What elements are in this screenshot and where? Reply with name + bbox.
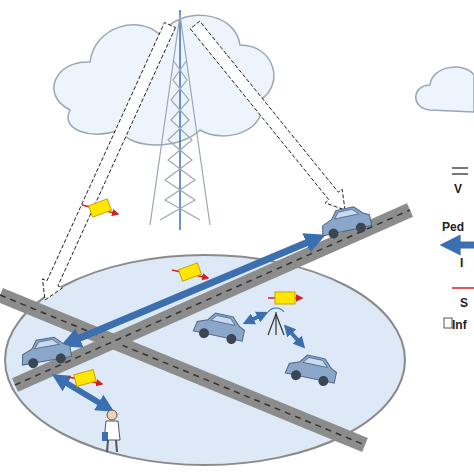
direct-link-arrow (58, 238, 318, 408)
legend-sample (444, 168, 474, 328)
car (19, 335, 73, 370)
road (0, 210, 410, 445)
legend-label: V (454, 182, 462, 196)
roadside-unit (268, 308, 284, 335)
cloud (416, 67, 474, 112)
pedestrian (102, 410, 120, 452)
legend-label: Inf (452, 318, 467, 332)
car (192, 309, 247, 346)
legend-label: S (460, 296, 468, 310)
legend-label: Ped (442, 220, 464, 234)
cellular-link-arrow (190, 21, 345, 210)
signal-packet (68, 199, 302, 386)
car (318, 204, 373, 241)
car (284, 351, 339, 388)
cellular-link-arrow (42, 23, 175, 301)
legend-label: I (460, 256, 463, 270)
